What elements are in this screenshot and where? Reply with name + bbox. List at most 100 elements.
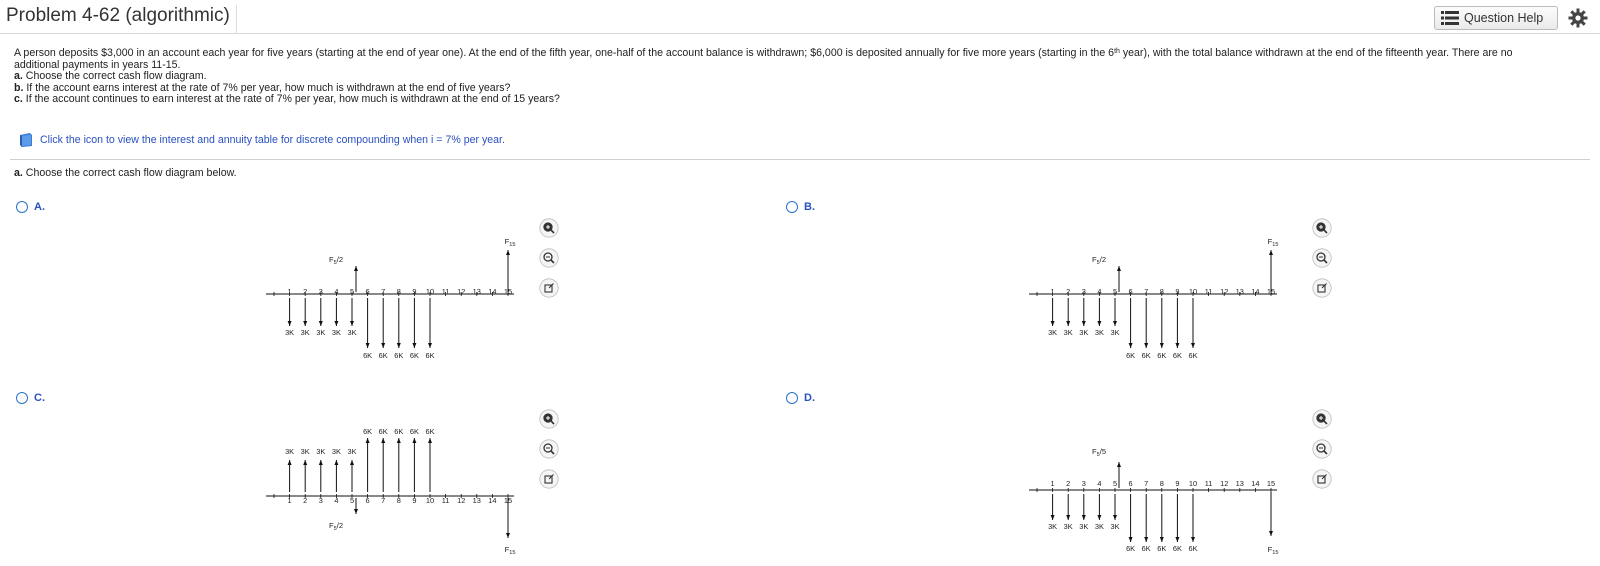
zoom-in-icon-b[interactable]: [1312, 218, 1332, 238]
header-bar: Problem 4-62 (algorithmic) Question Help: [0, 0, 1600, 34]
deposit-6k-label: 6K: [1142, 544, 1151, 553]
open-window-icon-b-arrow: [1321, 283, 1327, 289]
deposit-6k-label: 6K: [1157, 351, 1166, 360]
question-b: b. If the account earns interest at the …: [14, 81, 511, 94]
year-label: 4: [1097, 287, 1101, 296]
open-window-icon-b[interactable]: [1312, 278, 1332, 298]
zoom-out-icon-a[interactable]: [539, 248, 559, 268]
deposit-3k-label: 3K: [1064, 328, 1073, 337]
withdrawal-year5-arrow-head: [354, 266, 358, 271]
deposit-6k-label: 6K: [363, 427, 372, 436]
deposit-3k-label: 3K: [1110, 328, 1119, 337]
withdrawal-year5-arrow-head: [1117, 462, 1121, 467]
radio-option-d[interactable]: [786, 392, 798, 404]
gear-icon[interactable]: [1568, 8, 1588, 28]
deposit-6k-label: 6K: [1188, 351, 1197, 360]
open-window-icon-c[interactable]: [539, 469, 559, 489]
deposit-3k-label: 3K: [1048, 328, 1057, 337]
deposit-3k-label: 3K: [316, 447, 325, 456]
radio-option-b[interactable]: [786, 201, 798, 213]
deposit-3k-arrow-head: [1097, 515, 1102, 520]
open-window-icon-a[interactable]: [539, 278, 559, 298]
zoom-in-icon-a[interactable]: [539, 218, 559, 238]
deposit-6k-arrow-head: [1175, 343, 1180, 348]
book-icon[interactable]: [18, 132, 34, 148]
deposit-6k-label: 6K: [394, 427, 403, 436]
deposit-3k-arrow-head: [1113, 321, 1117, 326]
year-label: 2: [303, 496, 307, 505]
year-label: 4: [334, 496, 338, 505]
interest-table-link[interactable]: Click the icon to view the interest and …: [18, 132, 505, 148]
deposit-3k-arrow-head: [1081, 321, 1086, 326]
open-window-icon-a-arrow: [548, 283, 554, 289]
option-a-label: A.: [34, 201, 45, 213]
zoom-in-icon-c[interactable]: [539, 409, 559, 429]
deposit-3k-arrow-head: [350, 321, 354, 326]
option-c[interactable]: C.: [16, 392, 45, 404]
deposit-3k-arrow-head: [1081, 515, 1086, 520]
deposit-3k-label: 3K: [347, 328, 356, 337]
deposit-6k-label: 6K: [1126, 544, 1135, 553]
year-label: 12: [1220, 479, 1228, 488]
year-label: 8: [397, 496, 401, 505]
withdrawal-year5-arrow-head: [1117, 266, 1121, 271]
year-label: 1: [288, 287, 292, 296]
year-label: 15: [1267, 479, 1275, 488]
deposit-6k-arrow-head: [412, 343, 417, 348]
deposit-6k-arrow-head: [1191, 537, 1195, 542]
year-label: 10: [426, 496, 434, 505]
year-label: 7: [1144, 479, 1148, 488]
radio-option-c[interactable]: [16, 392, 28, 404]
zoom-out-icon-d[interactable]: [1312, 439, 1332, 459]
zoom-out-icon-b-lens: [1316, 252, 1326, 262]
question-help-button[interactable]: Question Help: [1434, 6, 1558, 30]
deposit-3k-arrow-head: [1050, 321, 1055, 326]
year-label: 13: [473, 287, 481, 296]
zoom-out-icon-c[interactable]: [539, 439, 559, 459]
deposit-6k-arrow-head: [381, 438, 386, 443]
withdrawal-year5-label: F5/2: [329, 521, 343, 532]
zoom-in-icon-d[interactable]: [1312, 409, 1332, 429]
open-window-icon-b-box: [1317, 284, 1326, 293]
deposit-6k-arrow-head: [428, 343, 432, 348]
deposit-3k-arrow-head: [1050, 515, 1055, 520]
year-label: 7: [381, 496, 385, 505]
deposit-3k-arrow-head: [318, 321, 323, 326]
page-title: Problem 4-62 (algorithmic): [6, 5, 237, 33]
year-label: 2: [1066, 287, 1070, 296]
deposit-6k-arrow-head: [1128, 537, 1133, 542]
year-label: 7: [381, 287, 385, 296]
year-label: 6: [1129, 479, 1133, 488]
zoom-out-icon-a-lens: [543, 252, 553, 262]
year-label: 14: [488, 496, 496, 505]
open-window-icon-d-arrow: [1321, 474, 1327, 480]
withdrawal-year15-arrow-head: [506, 250, 510, 255]
deposit-6k-label: 6K: [410, 427, 419, 436]
year-label: 3: [319, 287, 323, 296]
year-label: 8: [1160, 287, 1164, 296]
zoom-out-icon-b-bg: [1312, 248, 1332, 268]
deposit-3k-label: 3K: [301, 328, 310, 337]
zoom-out-icon-c-bg: [539, 439, 559, 459]
year-label: 3: [1082, 479, 1086, 488]
year-label: 12: [457, 287, 465, 296]
deposit-3k-arrow-head: [334, 460, 339, 465]
withdrawal-year15-label: F15: [505, 237, 516, 248]
option-a[interactable]: A.: [16, 201, 45, 213]
option-b[interactable]: B.: [786, 201, 815, 213]
withdrawal-year5-label: F5/2: [1092, 255, 1106, 266]
deposit-3k-label: 3K: [1064, 522, 1073, 531]
deposit-3k-label: 3K: [1110, 522, 1119, 531]
radio-option-a[interactable]: [16, 201, 28, 213]
year-label: 11: [1205, 287, 1213, 296]
deposit-6k-arrow-head: [365, 343, 370, 348]
deposit-6k-arrow-head: [1144, 537, 1149, 542]
open-window-icon-d[interactable]: [1312, 469, 1332, 489]
year-label: 5: [350, 496, 354, 505]
deposit-6k-label: 6K: [1157, 544, 1166, 553]
zoom-out-icon-b[interactable]: [1312, 248, 1332, 268]
option-d[interactable]: D.: [786, 392, 815, 404]
deposit-6k-arrow-head: [428, 438, 432, 443]
deposit-3k-arrow-head: [1066, 515, 1071, 520]
